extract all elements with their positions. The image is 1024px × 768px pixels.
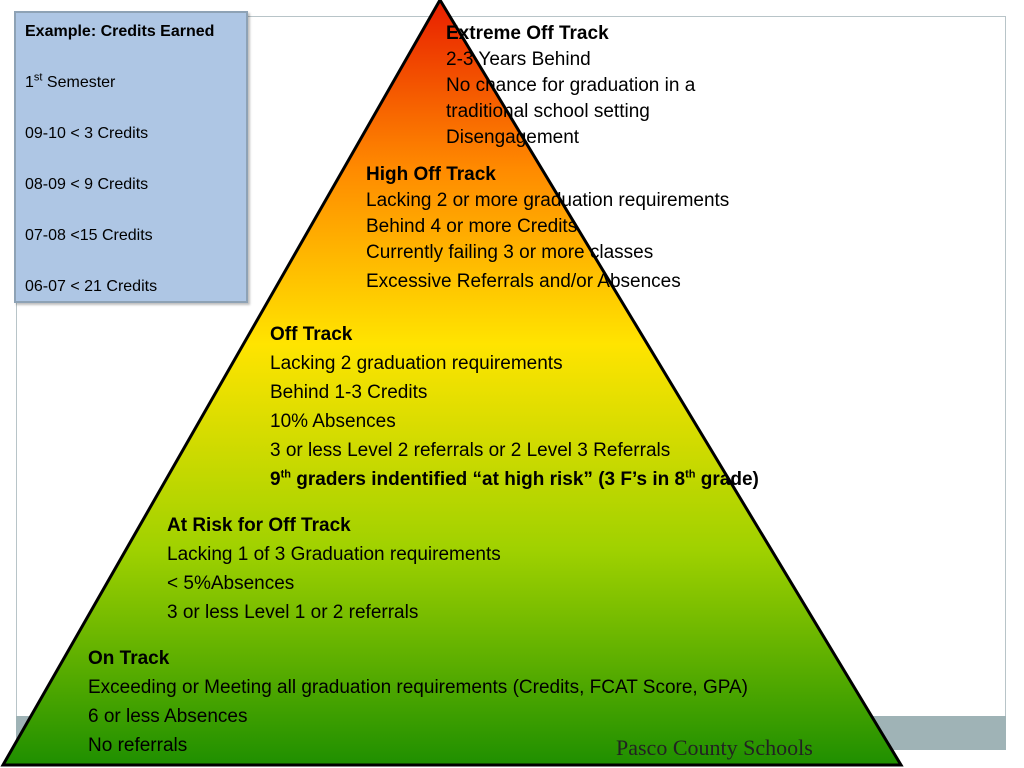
credits-example-title: Example: Credits Earned [25,23,215,40]
tier-line: 3 or less Level 2 referrals or 2 Level 3… [270,440,671,461]
tier-line: < 5%Absences [167,573,295,594]
tier-high-off-track: High Off Track Lacking 2 or more graduat… [366,162,729,295]
tier-line: Currently failing 3 or more classes [366,242,654,263]
tier-off-track: Off Track Lacking 2 graduation requireme… [270,320,759,494]
tier-line: Lacking 2 or more graduation requirement… [366,190,730,211]
credits-example-box: Example: Credits Earned 1st Semester 09-… [14,11,248,303]
credits-row: 09-10 < 3 Credits [25,125,149,142]
tier-line: 6 or less Absences [88,706,248,727]
credits-row: 07-08 <15 Credits [25,227,153,244]
tier-on-track: On Track Exceeding or Meeting all gradua… [88,644,748,760]
tier-line: 3 or less Level 1 or 2 referrals [167,602,419,623]
tier-title: Off Track [270,324,353,345]
tier-line: Lacking 2 graduation requirements [270,353,563,374]
credits-row: 08-09 < 9 Credits [25,176,149,193]
tier-line: Excessive Referrals and/or Absences [366,271,681,292]
tier-line: Behind 4 or more Credits [366,216,578,237]
tier-at-risk: At Risk for Off Track Lacking 1 of 3 Gra… [167,511,501,627]
tier-line: No chance for graduation in a [446,75,696,96]
tier-line: Behind 1-3 Credits [270,382,428,403]
pyramid-triangle [0,0,904,767]
footer-credit: Pasco County Schools [616,735,813,760]
tier-line: 10% Absences [270,411,396,432]
credits-row: 06-07 < 21 Credits [25,278,158,295]
semester-label: 1st Semester [25,71,116,91]
tier-title: At Risk for Off Track [167,515,351,536]
tier-title: Extreme Off Track [446,23,609,44]
tier-title: On Track [88,648,170,669]
tier-line: Lacking 1 of 3 Graduation requirements [167,544,501,565]
tier-line: Disengagement [446,127,580,148]
tier-extreme-off-track: Extreme Off Track 2-3 Years Behind No ch… [446,21,695,151]
tier-line: No referrals [88,735,188,756]
tier-line: Exceeding or Meeting all graduation requ… [88,677,749,698]
high-risk-line: 9th graders indentified “at high risk” (… [270,468,759,490]
tier-line: traditional school setting [446,101,650,122]
tier-line: 2-3 Years Behind [446,49,591,70]
tier-title: High Off Track [366,164,496,185]
